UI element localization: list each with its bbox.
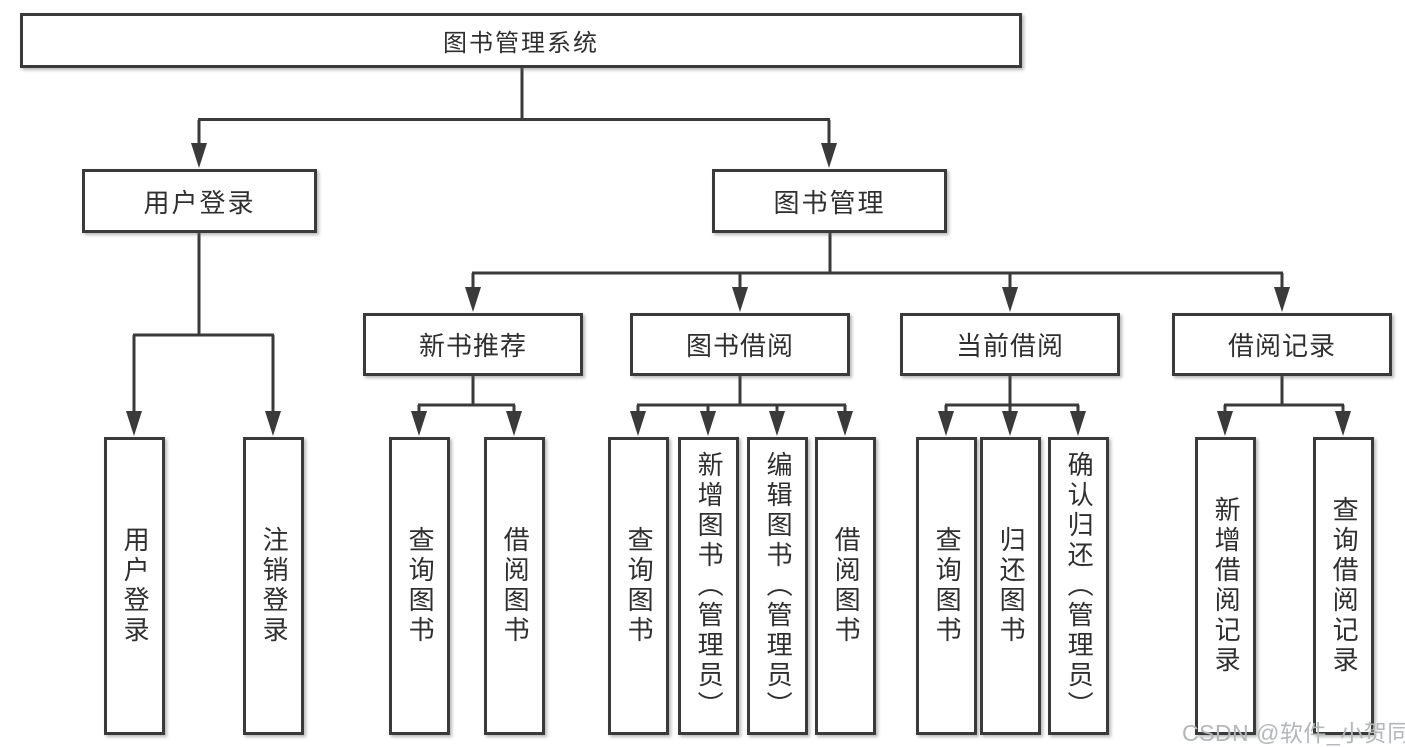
node-new-book-recommendation-label: 新书推荐: [418, 331, 527, 361]
leaf-query-books-label: 查询图书: [624, 526, 655, 646]
leaf-query-books: 查询图书: [608, 437, 669, 735]
leaf-add-book-admin: 新增图书（管理员）: [678, 437, 739, 735]
node-current-borrowing: 当前借阅: [900, 313, 1120, 376]
leaf-borrow-books-label: 借阅图书: [831, 526, 862, 646]
leaf-query-books-label: 查询图书: [932, 526, 963, 646]
leaf-edit-book-admin: 编辑图书（管理员）: [747, 437, 808, 735]
node-borrowing-records-label: 借阅记录: [1227, 331, 1336, 361]
node-new-book-recommendation: 新书推荐: [363, 313, 583, 376]
leaf-return-book-label: 归还图书: [996, 526, 1027, 646]
leaf-user-login: 用户登录: [104, 437, 165, 735]
leaf-confirm-return-admin: 确认归还（管理员）: [1048, 437, 1109, 735]
leaf-logout-label: 注销登录: [259, 526, 290, 646]
node-book-borrowing: 图书借阅: [630, 313, 850, 376]
leaf-borrow-books: 借阅图书: [484, 437, 545, 735]
leaf-query-borrow-record-label: 查询借阅记录: [1329, 496, 1360, 676]
leaf-add-book-admin-label: 新增图书（管理员）: [694, 451, 725, 721]
leaf-query-books-label: 查询图书: [405, 526, 436, 646]
leaf-edit-book-admin-label: 编辑图书（管理员）: [763, 451, 794, 721]
leaf-user-login-label: 用户登录: [120, 526, 151, 646]
node-current-borrowing-label: 当前借阅: [955, 331, 1064, 361]
node-book-management: 图书管理: [712, 169, 947, 233]
leaf-return-book: 归还图书: [980, 437, 1041, 735]
node-user-login: 用户登录: [82, 169, 317, 233]
node-book-management-label: 图书管理: [773, 187, 886, 218]
leaf-borrow-books: 借阅图书: [815, 437, 876, 735]
arrowhead-icons: [126, 143, 1351, 436]
node-root-label: 图书管理系统: [443, 30, 599, 57]
leaf-add-borrow-record-label: 新增借阅记录: [1211, 496, 1242, 676]
node-root: 图书管理系统: [20, 13, 1022, 68]
connector-segments: [132, 68, 1345, 414]
leaf-add-borrow-record: 新增借阅记录: [1195, 437, 1256, 735]
leaf-borrow-books-label: 借阅图书: [500, 526, 531, 646]
leaf-logout: 注销登录: [243, 437, 304, 735]
node-book-borrowing-label: 图书借阅: [685, 331, 794, 361]
leaf-query-borrow-record: 查询借阅记录: [1313, 437, 1374, 735]
leaf-query-books: 查询图书: [916, 437, 977, 735]
leaf-confirm-return-admin-label: 确认归还（管理员）: [1064, 451, 1095, 721]
node-user-login-label: 用户登录: [143, 187, 256, 218]
csdn-watermark: CSDN @软件_小贺同学: [1182, 720, 1405, 746]
leaf-query-books: 查询图书: [389, 437, 450, 735]
node-borrowing-records: 借阅记录: [1172, 313, 1392, 376]
